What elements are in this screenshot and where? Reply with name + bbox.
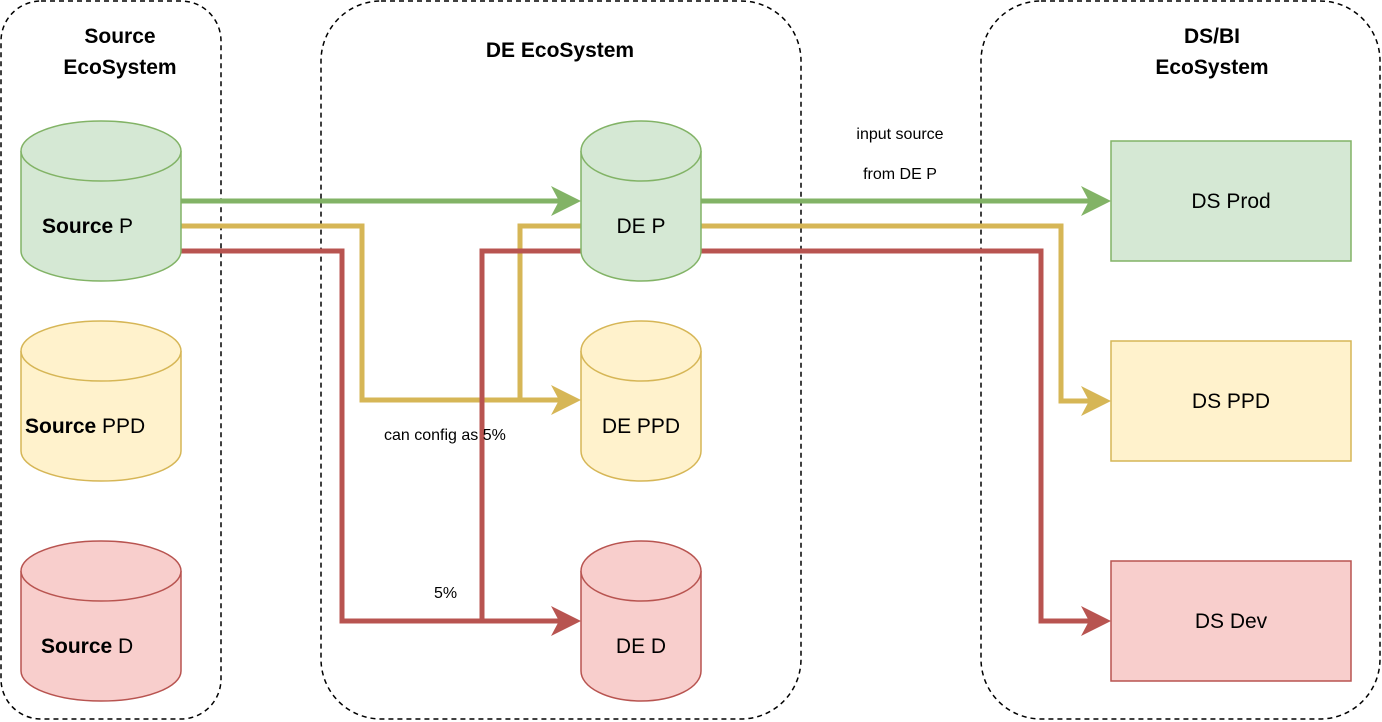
source-d-label: Source D bbox=[41, 635, 133, 658]
input-source-annotation-line1: input source bbox=[856, 126, 943, 143]
source-p-label-bold: Source bbox=[42, 215, 113, 238]
source-d-node[interactable]: Source D bbox=[20, 540, 182, 702]
de-ppd-node[interactable]: DE PPD bbox=[580, 320, 702, 482]
edge-dep-dsppd bbox=[701, 223, 1096, 404]
source-d-label-bold: Source bbox=[41, 635, 112, 658]
edge-dep-deppd bbox=[517, 223, 581, 400]
source-p-label: Source P bbox=[42, 215, 133, 238]
source-p-node[interactable]: Source P bbox=[20, 120, 182, 282]
arrowhead-dsppd bbox=[1081, 386, 1111, 416]
ds-ecosystem-title-line1: DS/BI bbox=[1184, 25, 1240, 48]
ds-dev-node[interactable]: DS Dev bbox=[1110, 560, 1352, 682]
ds-ecosystem-title-line2: EcoSystem bbox=[1155, 56, 1268, 79]
source-ecosystem-title-line1: Source bbox=[84, 25, 155, 48]
arrowhead-ded bbox=[551, 606, 581, 636]
arrowhead-deppd bbox=[551, 385, 581, 415]
de-ecosystem-title: DE EcoSystem bbox=[486, 39, 634, 62]
ds-dev-label: DS Dev bbox=[1195, 610, 1268, 633]
edge-sourcep-deppd bbox=[181, 223, 566, 403]
ds-ecosystem-container bbox=[980, 0, 1381, 720]
ds-ppd-node[interactable]: DS PPD bbox=[1110, 340, 1352, 462]
source-d-label-suffix: D bbox=[112, 635, 133, 658]
arrowhead-dsprod bbox=[1081, 186, 1111, 216]
de-ppd-label: DE PPD bbox=[602, 415, 680, 438]
source-ecosystem-container bbox=[0, 0, 222, 720]
de-p-label: DE P bbox=[616, 215, 665, 238]
edge-dep-dsdev bbox=[701, 248, 1096, 624]
de-p-node[interactable]: DE P bbox=[580, 120, 702, 282]
source-ecosystem-title-line2: EcoSystem bbox=[63, 56, 176, 79]
ds-prod-label: DS Prod bbox=[1191, 190, 1270, 213]
source-ppd-label: Source PPD bbox=[25, 415, 145, 438]
de-ecosystem-container bbox=[320, 0, 802, 720]
source-p-label-suffix: P bbox=[113, 215, 133, 238]
arrowhead-dsdev bbox=[1081, 606, 1111, 636]
source-ppd-label-suffix: PPD bbox=[96, 415, 145, 438]
arrowhead-dep bbox=[551, 186, 581, 216]
input-source-annotation-line2: from DE P bbox=[863, 166, 937, 183]
de-d-label: DE D bbox=[616, 635, 666, 658]
edge-sourcep-ded bbox=[181, 248, 566, 624]
can-config-annotation: can config as 5% bbox=[384, 427, 506, 444]
ds-prod-node[interactable]: DS Prod bbox=[1110, 140, 1352, 262]
five-percent-annotation: 5% bbox=[434, 585, 457, 602]
de-d-node[interactable]: DE D bbox=[580, 540, 702, 702]
source-ppd-node[interactable]: Source PPD bbox=[20, 320, 182, 482]
ds-ppd-label: DS PPD bbox=[1192, 390, 1270, 413]
edge-dep-ded bbox=[479, 248, 581, 621]
source-ppd-label-bold: Source bbox=[25, 415, 96, 438]
